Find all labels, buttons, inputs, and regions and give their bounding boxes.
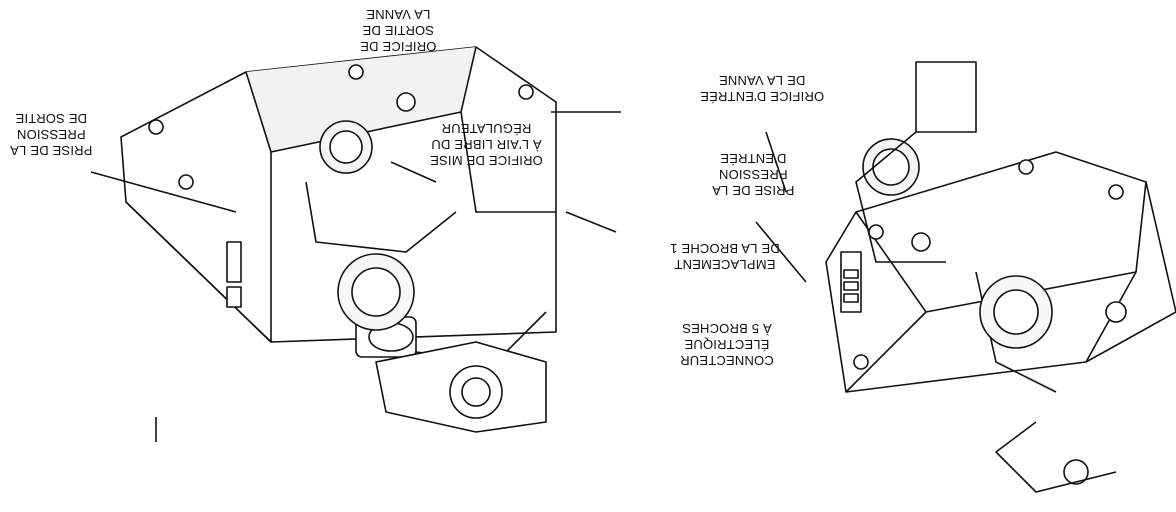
label-outlet-port: ORIFICE DE SORTIE DE LA VANNE [360,7,437,54]
label-connector: CONNECTEUR ÉLECTRIQUE À 5 BROCHES [680,321,774,368]
valve-body-right-view [120,46,557,433]
callout-lines [90,111,807,442]
valve-body-left-view [825,61,1176,493]
label-regulator-vent: ORIFICE DE MISE À L'AIR LIBRE DU RÉGULAT… [430,121,543,168]
label-inlet-port: ORIFICE D'ENTRÉE DE LA VANNE [700,73,825,104]
label-pin1-location: EMPLACEMENT DE LA BROCHE 1 [670,241,780,272]
label-inlet-pressure-tap: PRISE DE LA PRESSION D'ENTRÉE [712,151,795,198]
label-outlet-pressure-tap: PRISE DE LA PRESSION DE SORTIE [10,111,93,158]
